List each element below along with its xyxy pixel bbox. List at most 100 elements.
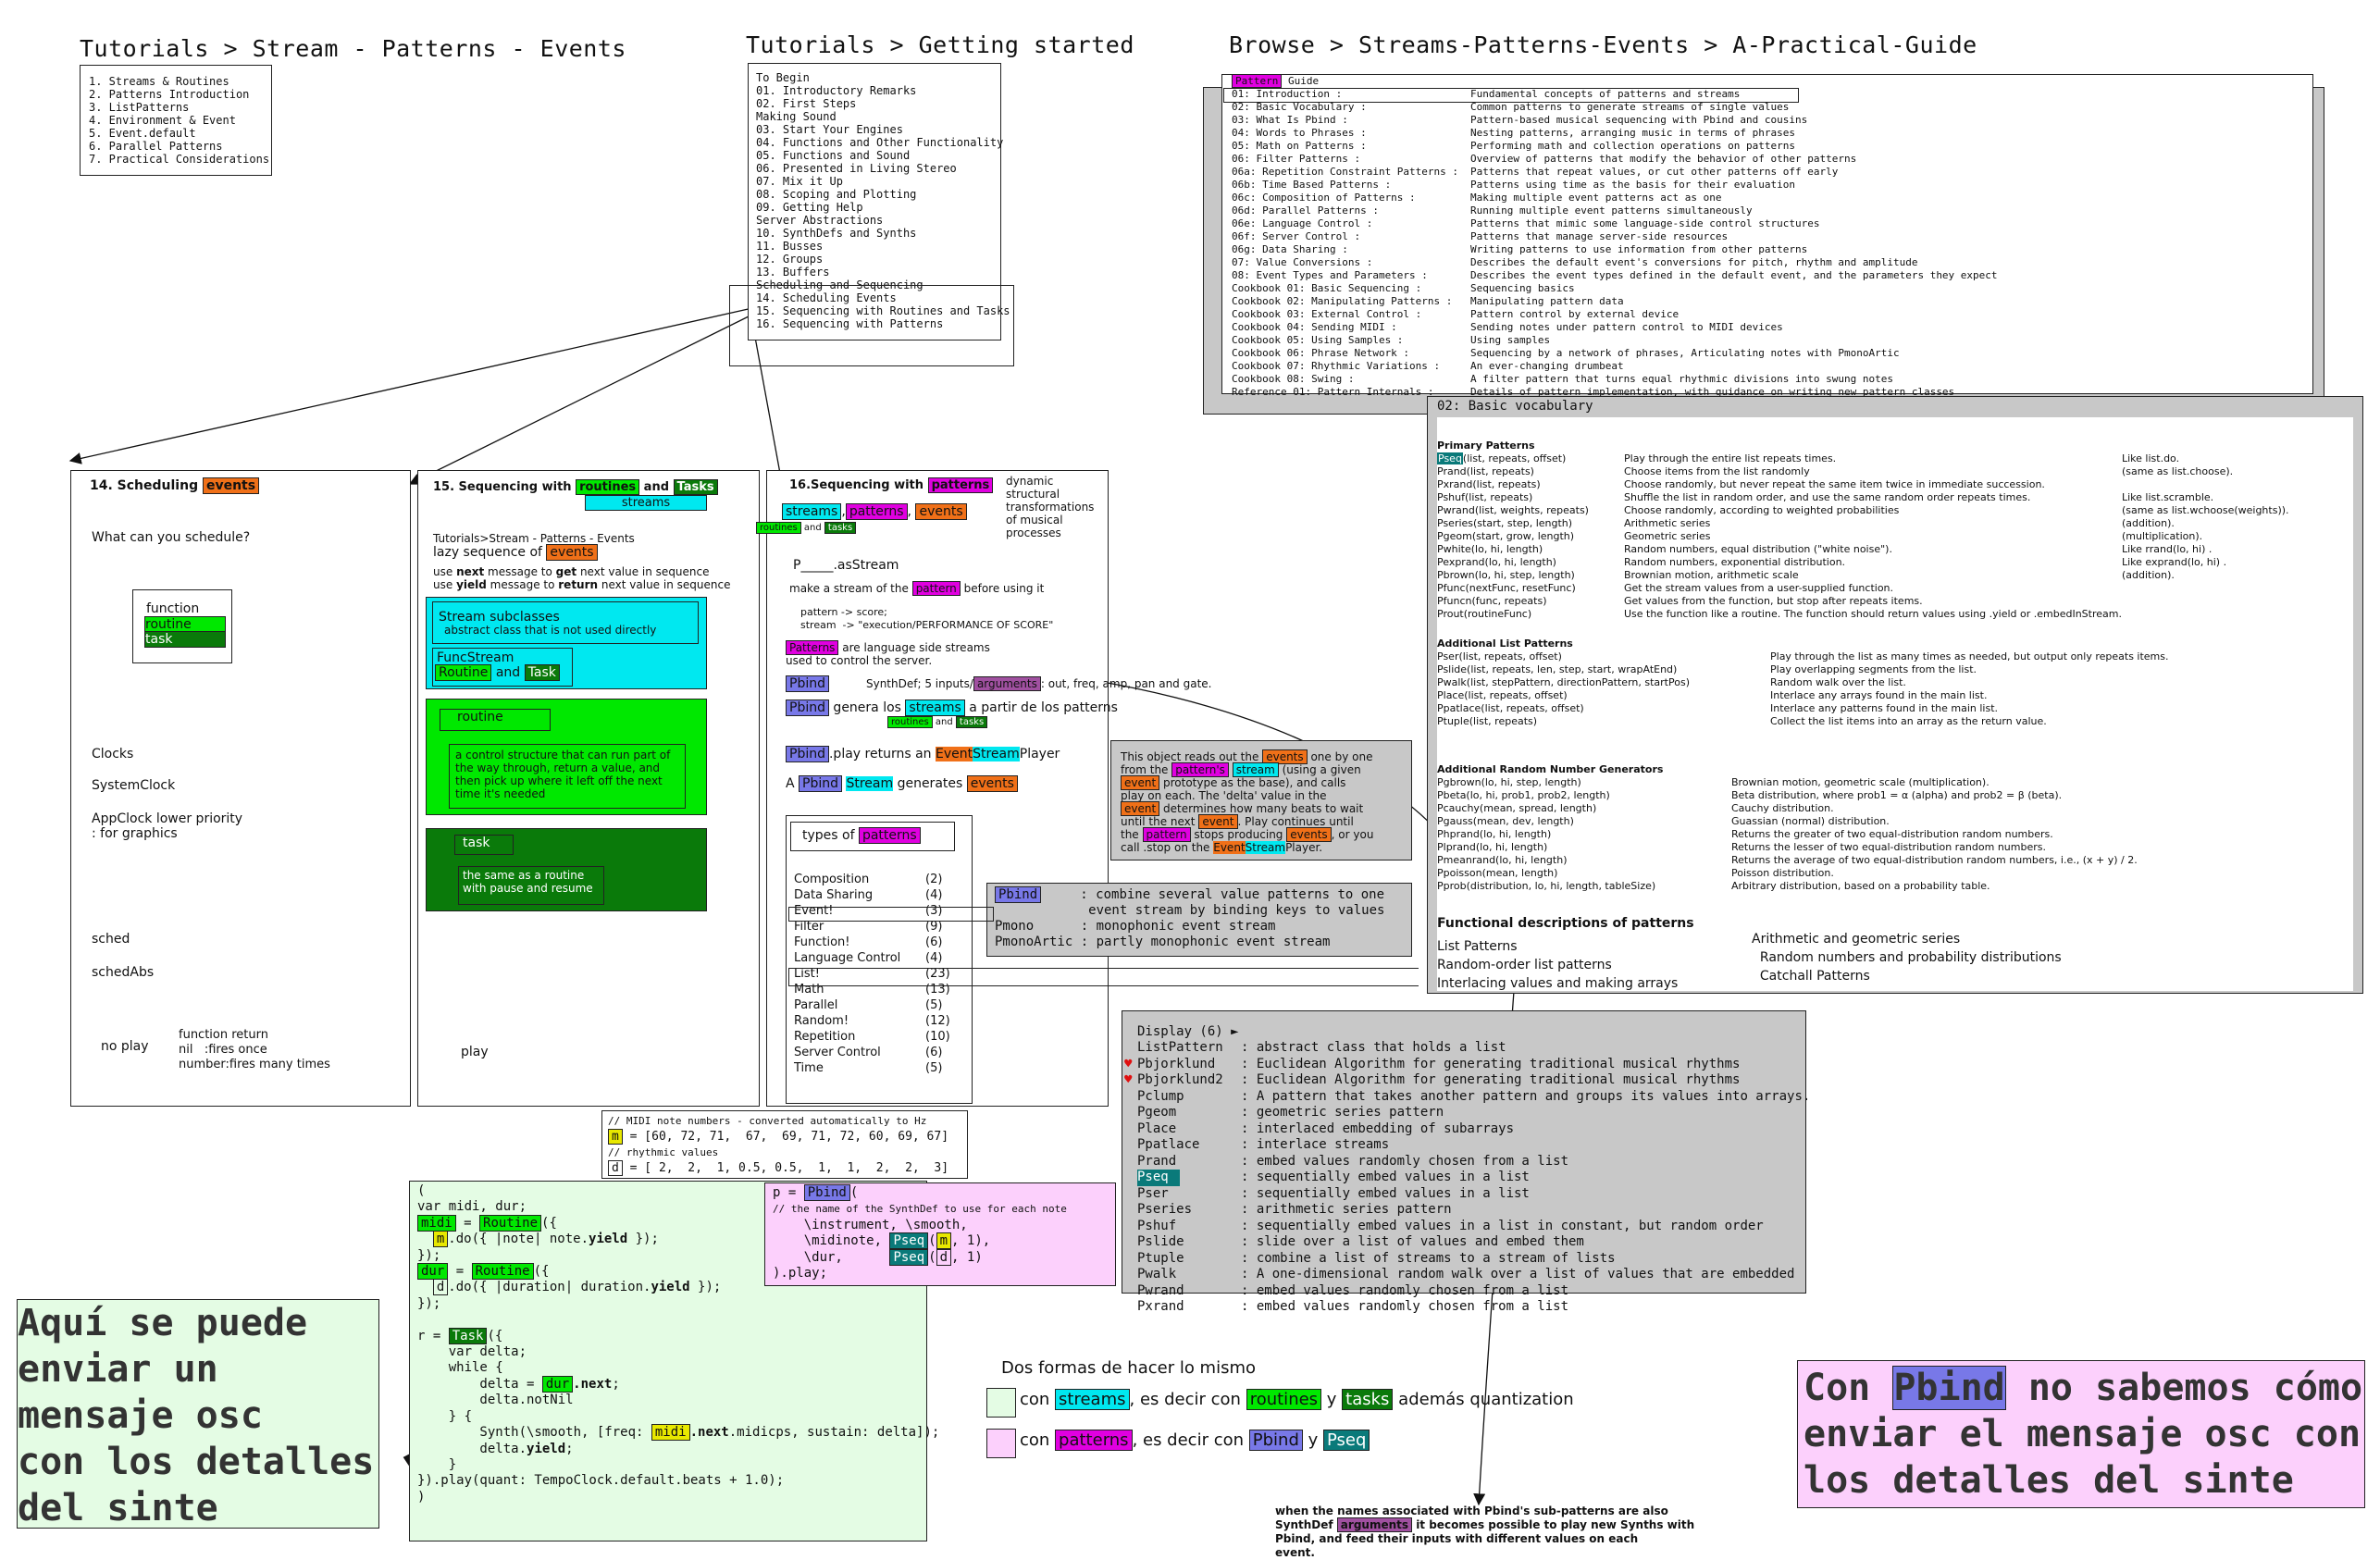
pattern-cell[interactable]: Place(list, repeats, offset) [1437,689,1568,701]
toc-item[interactable]: 08. Scoping and Plotting [756,188,917,201]
list-pattern-name[interactable]: Pwalk [1137,1267,1177,1281]
toc-item[interactable]: 03. Start Your Engines [756,123,903,136]
pattern-type-item[interactable]: Function!(6) [794,935,943,949]
toc-item[interactable]: 11. Busses [756,240,824,253]
pattern-cell[interactable]: Pgeom(start, grow, length) [1437,530,1575,542]
pattern-cell[interactable]: Pcauchy(mean, spread, length) [1437,802,1597,814]
guide-item-name[interactable]: Cookbook 07: Rhythmic Variations : [1232,360,1441,372]
toc-item[interactable]: 06. Presented in Living Stereo [756,162,957,175]
pattern-cell[interactable]: Prout(routineFunc) [1437,608,1532,620]
toc-item[interactable]: Making Sound [756,110,837,123]
guide-item-name[interactable]: 08: Event Types and Parameters : [1232,269,1428,281]
toc-item[interactable]: 12. Groups [756,253,824,266]
toc-item[interactable]: 14. Scheduling Events [756,291,897,304]
toc-item[interactable]: 4. Environment & Event [89,114,236,127]
list-pattern-name[interactable]: Place [1137,1120,1177,1136]
list-pattern-name[interactable]: Ppatlace [1137,1137,1200,1152]
pattern-cell[interactable]: Pwrand(list, weights, repeats) [1437,504,1589,516]
toc-item[interactable]: 1. Streams & Routines [89,75,229,88]
toc-item[interactable]: 6. Parallel Patterns [89,140,223,153]
list-pattern-name[interactable]: Pxrand [1137,1299,1184,1314]
guide-item-name[interactable]: Cookbook 01: Basic Sequencing : [1232,282,1422,294]
list-pattern-name[interactable]: Pseq [1137,1170,1180,1186]
toc-item[interactable]: To Begin [756,71,810,84]
pattern-type-item[interactable]: Composition(2) [794,873,943,886]
pattern-type-item[interactable]: Filter(9) [794,920,943,934]
pattern-cell[interactable]: Pbrown(lo, hi, step, length) [1437,569,1575,581]
toc-item[interactable]: 3. ListPatterns [89,101,190,114]
pattern-cell[interactable]: Pmeanrand(lo, hi, length) [1437,854,1568,866]
pattern-cell[interactable]: Pbeta(lo, hi, prob1, prob2, length) [1437,789,1610,801]
guide-item-name[interactable]: 03: What Is Pbind : [1232,114,1348,126]
guide-item-name[interactable]: Reference 01: Pattern Internals : [1232,386,1434,398]
guide-item-name[interactable]: Cookbook 06: Phrase Network : [1232,347,1410,359]
list-pattern-name[interactable]: Pclump [1137,1088,1184,1104]
toc-item[interactable]: 5. Event.default [89,127,196,140]
guide-item-name[interactable]: Cookbook 05: Using Samples : [1232,334,1404,346]
func-link[interactable]: Arithmetic and geometric series [1752,932,1961,947]
list-pattern-name[interactable]: Pwrand [1137,1282,1184,1298]
toc-item[interactable]: 09. Getting Help [756,201,863,214]
pattern-type-item[interactable]: Server Control(6) [794,1046,943,1059]
pattern-cell[interactable]: Pprob(distribution, lo, hi, length, tabl… [1437,880,1656,892]
pattern-cell[interactable]: Phprand(lo, hi, length) [1437,828,1552,840]
list-pattern-name[interactable]: Pslide [1137,1234,1184,1249]
list-pattern-name[interactable]: Pbjorklund [1137,1056,1216,1071]
list-pattern-name[interactable]: Pseries [1137,1202,1193,1217]
pattern-cell[interactable]: Plprand(lo, hi, length) [1437,841,1548,853]
guide-item-name[interactable]: 06e: Language Control : [1232,217,1373,229]
guide-item-name[interactable]: 06f: Server Control : [1232,230,1361,242]
list-pattern-name[interactable]: Pser [1137,1185,1169,1201]
toc-item[interactable]: 07. Mix it Up [756,175,843,188]
pattern-cell[interactable]: Pwalk(list, stepPattern, directionPatter… [1437,676,1690,688]
toc-item[interactable]: 05. Functions and Sound [756,149,911,162]
pattern-type-item[interactable]: Language Control(4) [794,951,943,965]
toc-item[interactable]: 15. Sequencing with Routines and Tasks [756,304,1010,317]
toc-item[interactable]: 04. Functions and Other Functionality [756,136,1004,149]
guide-item-name[interactable]: 06b: Time Based Patterns : [1232,179,1392,191]
pattern-type-item[interactable]: Parallel(5) [794,998,943,1012]
list-pattern-name[interactable]: Pgeom [1137,1105,1177,1120]
toc-item[interactable]: 7. Practical Considerations [89,153,270,166]
toc-item[interactable]: 10. SynthDefs and Synths [756,227,917,240]
guide-item-name[interactable]: Cookbook 03: External Control : [1232,308,1422,320]
pattern-cell[interactable]: Prand(list, repeats) [1437,465,1534,477]
func-link[interactable]: List Patterns [1437,939,1518,954]
pattern-cell[interactable]: Ppatlace(list, repeats, offset) [1437,702,1584,714]
list-pattern-name[interactable]: Pbjorklund2 [1137,1072,1223,1087]
guide-item-name[interactable]: 04: Words to Phrases : [1232,127,1367,139]
guide-item-name[interactable]: 01: Introduction : [1232,88,1343,100]
guide-item-name[interactable]: 06d: Parallel Patterns : [1232,204,1379,217]
guide-item-name[interactable]: 06g: Data Sharing : [1232,243,1348,255]
pattern-cell[interactable]: Ppoisson(mean, length) [1437,867,1558,879]
header-getting-started[interactable]: Tutorials > Getting started [746,31,1134,58]
list-pattern-name[interactable]: ListPattern [1137,1040,1223,1055]
func-link[interactable]: Random-order list patterns [1437,958,1612,972]
s15-breadcrumb[interactable]: Tutorials>Stream - Patterns - Events [433,532,635,545]
toc-item[interactable]: 13. Buffers [756,266,830,279]
guide-item-name[interactable]: 02: Basic Vocabulary : [1232,101,1367,113]
list-patterns-heading[interactable]: Display (6) ► [1137,1024,1239,1039]
pattern-cell[interactable]: Pseries(start, step, length) [1437,517,1573,529]
toc-item[interactable]: 16. Sequencing with Patterns [756,317,944,330]
guide-item-name[interactable]: 07: Value Conversions : [1232,256,1373,268]
toc-item[interactable]: 2. Patterns Introduction [89,88,250,101]
toc-item[interactable]: 01. Introductory Remarks [756,84,917,97]
guide-item-name[interactable]: 06a: Repetition Constraint Patterns : [1232,166,1459,178]
guide-item-name[interactable]: Cookbook 08: Swing : [1232,373,1355,385]
pattern-cell[interactable]: Pshuf(list, repeats) [1437,491,1533,503]
guide-item-name[interactable]: 05: Math on Patterns : [1232,140,1367,152]
pattern-cell[interactable]: Pxrand(list, repeats) [1437,478,1541,490]
pattern-cell[interactable]: Pexprand(lo, hi, length) [1437,556,1556,568]
func-link[interactable]: Random numbers and probability distribut… [1752,950,2062,965]
list-pattern-name[interactable]: Prand [1137,1153,1177,1169]
func-link[interactable]: Catchall Patterns [1752,969,1870,984]
guide-item-name[interactable]: Cookbook 02: Manipulating Patterns : [1232,295,1453,307]
pattern-type-item[interactable]: Data Sharing(4) [794,888,943,902]
guide-item-name[interactable]: Cookbook 04: Sending MIDI : [1232,321,1397,333]
list-pattern-name[interactable]: Pshuf [1137,1218,1177,1233]
header-stream-patterns-events[interactable]: Tutorials > Stream - Patterns - Events [80,35,626,62]
pattern-type-item[interactable]: Time(5) [794,1061,943,1075]
header-practical-guide[interactable]: Browse > Streams-Patterns-Events > A-Pra… [1229,31,1977,58]
pattern-cell[interactable]: Pseq(list, repeats, offset) [1437,452,1567,464]
